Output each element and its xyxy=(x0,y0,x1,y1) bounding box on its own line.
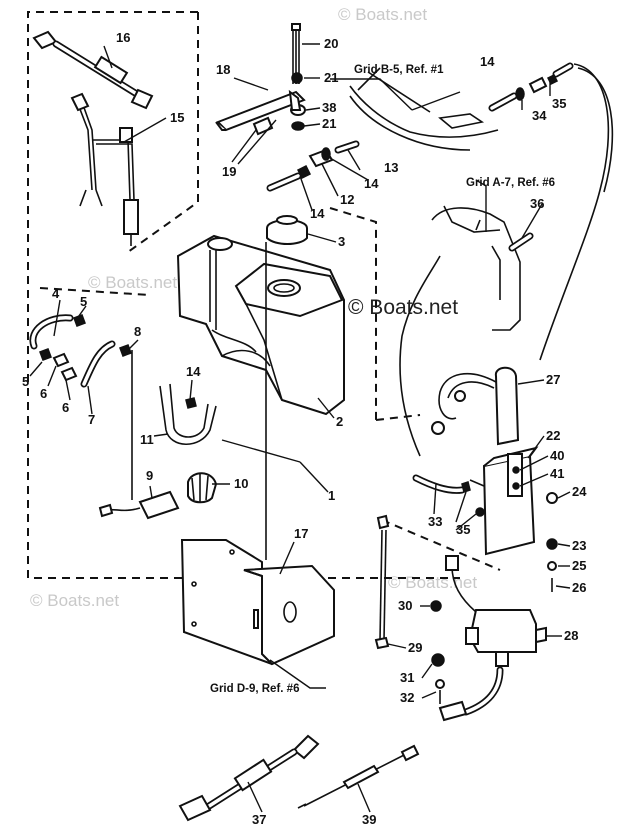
label-16: 16 xyxy=(116,30,130,45)
clip-5-top xyxy=(73,314,86,327)
hose-34 xyxy=(488,62,614,361)
clip-19 xyxy=(252,116,274,136)
engine-fragment-b5 xyxy=(349,67,499,151)
joint-12 xyxy=(308,147,334,168)
label-15: 15 xyxy=(170,110,184,125)
hose-28-outlet xyxy=(438,666,504,722)
clip-8 xyxy=(119,344,132,357)
oil-tank-1 xyxy=(176,234,345,416)
label-3: 3 xyxy=(338,234,345,249)
label-38: 38 xyxy=(322,100,336,115)
label-14-mid: 14 xyxy=(364,176,379,191)
label-6-lower: 6 xyxy=(62,400,69,415)
label-5-left: 5 xyxy=(22,374,29,389)
label-18: 18 xyxy=(216,62,230,77)
watermark-center: © Boats.net xyxy=(348,296,458,319)
sensor-27 xyxy=(431,366,520,446)
label-31: 31 xyxy=(400,670,414,685)
lead-37 xyxy=(178,734,320,822)
filler-cap-3 xyxy=(265,215,308,560)
label-25: 25 xyxy=(572,558,586,573)
cap-10 xyxy=(187,472,218,504)
sensor-9 xyxy=(98,350,180,520)
bolt-24 xyxy=(546,492,558,504)
label-12: 12 xyxy=(340,192,354,207)
watermark-top: © Boats.net xyxy=(338,5,427,24)
label-26: 26 xyxy=(572,580,586,595)
washer-21-lower xyxy=(291,121,305,131)
engine-fragment-a7 xyxy=(399,205,521,457)
watermark-bottom-left: © Boats.net xyxy=(30,591,119,610)
fitting-35b xyxy=(475,507,485,517)
label-14-top: 14 xyxy=(480,54,495,69)
label-33: 33 xyxy=(428,514,442,529)
watermark-left: © Boats.net xyxy=(88,273,177,292)
nut-23 xyxy=(546,538,558,550)
hose-33 xyxy=(412,474,466,494)
hose-13 xyxy=(266,140,360,192)
label-14-left: 14 xyxy=(310,206,325,221)
ref-grid-b5: Grid B-5, Ref. #1 xyxy=(354,64,444,76)
label-24: 24 xyxy=(572,484,587,499)
label-32: 32 xyxy=(400,690,414,705)
label-35-top: 35 xyxy=(552,96,566,111)
washer-21-top xyxy=(291,72,303,84)
hose-29-line xyxy=(374,514,390,650)
ref-grid-a7: Grid A-7, Ref. #6 xyxy=(466,177,555,189)
label-27: 27 xyxy=(546,372,560,387)
label-29: 29 xyxy=(408,640,422,655)
clip-14-b xyxy=(185,397,197,409)
label-7: 7 xyxy=(88,412,95,427)
label-6-upper: 6 xyxy=(40,386,47,401)
clip-5-left xyxy=(39,348,52,361)
label-37: 37 xyxy=(252,812,266,827)
label-2: 2 xyxy=(336,414,343,429)
label-8: 8 xyxy=(134,324,141,339)
pump-28 xyxy=(445,555,547,667)
wire-lead-16 xyxy=(32,30,154,110)
watermark-bottom-right: © Boats.net xyxy=(388,573,477,592)
washer-25 xyxy=(547,561,557,571)
label-41: 41 xyxy=(550,466,564,481)
label-35-low: 35 xyxy=(456,522,470,537)
label-19: 19 xyxy=(222,164,236,179)
label-14-tank: 14 xyxy=(186,364,201,379)
label-28: 28 xyxy=(564,628,578,643)
hose-11 xyxy=(159,383,217,445)
wire-harness-15 xyxy=(70,92,139,246)
label-20: 20 xyxy=(324,36,338,51)
bolt-30 xyxy=(430,600,442,612)
washer-32-top xyxy=(435,679,445,689)
label-22: 22 xyxy=(546,428,560,443)
label-34: 34 xyxy=(532,108,547,123)
lead-39 xyxy=(297,744,420,809)
hose-7 xyxy=(80,340,116,388)
bracket-18 xyxy=(215,89,306,132)
bracket-17 xyxy=(180,539,335,666)
label-39: 39 xyxy=(362,812,376,827)
fitting-6-lower xyxy=(60,366,78,382)
fitting-6-upper xyxy=(52,352,70,368)
label-30: 30 xyxy=(398,598,412,613)
label-1: 1 xyxy=(328,488,335,503)
label-23: 23 xyxy=(572,538,586,553)
label-17: 17 xyxy=(294,526,308,541)
label-40: 40 xyxy=(550,448,564,463)
label-4: 4 xyxy=(52,286,60,301)
clamp-35-low xyxy=(461,481,471,493)
label-5-top: 5 xyxy=(80,294,87,309)
pump-unit-22 xyxy=(469,446,539,556)
label-21-lower: 21 xyxy=(322,116,336,131)
label-21-top: 21 xyxy=(324,70,338,85)
nut-31 xyxy=(431,653,445,667)
label-9: 9 xyxy=(146,468,153,483)
leader-lines xyxy=(29,43,571,813)
label-13: 13 xyxy=(384,160,398,175)
label-10: 10 xyxy=(234,476,248,491)
label-36: 36 xyxy=(530,196,544,211)
ref-grid-d9: Grid D-9, Ref. #6 xyxy=(210,683,299,695)
label-11: 11 xyxy=(140,432,154,447)
hose-4 xyxy=(29,314,74,350)
